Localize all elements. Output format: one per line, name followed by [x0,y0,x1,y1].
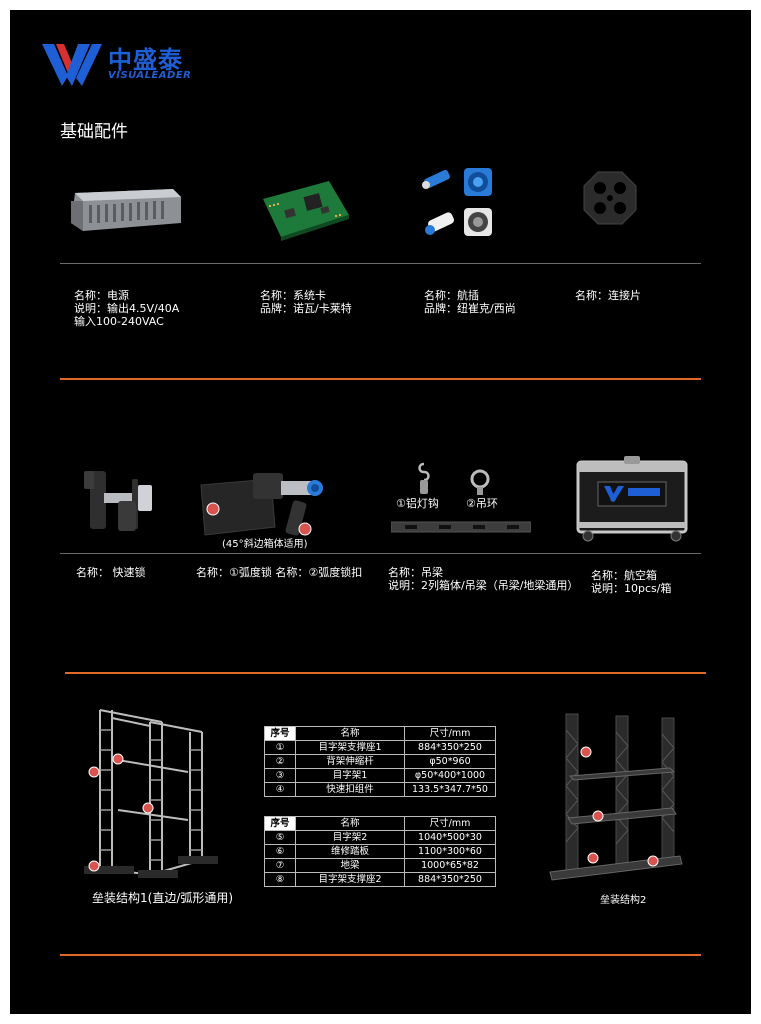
table-row: ④ 快速扣组件 133.5*347.7*50 [264,782,496,797]
page: 中盛泰 VISUALEADER 基础配件 [10,10,751,1014]
table-cell: 目字架2 [295,830,405,845]
table-cell: 目字架支撑座2 [295,872,405,887]
arc-lock-caption: (45°斜边箱体适用) [222,539,308,550]
structure-1-label: 垒装结构1(直边/弧形通用) [92,891,234,905]
table-cell: ③ [264,768,296,783]
spec-line: 说明：10pcs/箱 [591,582,672,595]
table-row: ⑤ 目字架2 1040*500*30 [264,830,496,845]
table-cell: ① [264,740,296,755]
table-cell: 1040*500*30 [404,830,496,845]
spec-line: 名称：航空箱 [591,569,657,582]
table-cell: 1000*65*82 [404,858,496,873]
table-cell: ④ [264,782,296,797]
aluminum-hook-label: ①铝灯钩 [396,497,439,510]
marker-5-badge [580,746,592,758]
spec-line: 名称：连接片 [575,289,641,302]
aviation-plug-image [422,168,492,236]
table-row: ① 目字架支撑座1 884*350*250 [264,740,496,755]
table-cell: 1100*300*60 [404,844,496,859]
system-card-image [263,181,349,241]
table-cell: 快速扣组件 [295,782,405,797]
table-header: 名称 [295,726,405,741]
spec-line: 名称：吊梁 [388,566,443,579]
table-row: ⑥ 维修踏板 1100*300*60 [264,844,496,859]
section-divider-2 [65,672,706,674]
logo-english-name: VISUALEADER [108,70,192,81]
table-cell: ② [264,754,296,769]
hanging-beam-spec: 名称：吊梁 说明：2列箱体/吊梁（吊梁/地梁通用） [388,566,578,592]
structure-2-diagram [549,713,683,881]
section-title: 基础配件 [60,122,128,142]
power-supply-spec: 名称：电源 说明：输出4.5V/40A 输入100-240VAC [74,289,179,328]
spec-table-2: 序号 名称 尺寸/mm ⑤ 目字架2 1040*500*30 ⑥ 维修踏板 11… [264,816,496,887]
arc-lock-image [200,473,323,536]
marker-2-badge [298,522,312,536]
system-card-spec: 名称：系统卡 品牌：诺瓦/卡莱特 [260,289,352,315]
table-cell: 133.5*347.7*50 [404,782,496,797]
table-cell: 维修踏板 [295,844,405,859]
marker-3-badge [112,753,124,765]
structure-2-label: 垒装结构2 [600,895,647,906]
marker-6-badge [592,810,604,822]
table-cell: 884*350*250 [404,872,496,887]
spec-line: 名称：系统卡 [260,289,326,302]
quick-lock-spec: 名称： 快速锁 [76,566,146,579]
table-cell: ⑥ [264,844,296,859]
spec-line: 说明：2列箱体/吊梁（吊梁/地梁通用） [388,579,579,592]
spec-line: 输入100-240VAC [74,315,164,328]
marker-2-badge [142,802,154,814]
table-header: 序号 [264,726,296,741]
section-divider-3 [60,954,701,956]
aviation-plug-spec: 名称：航插 品牌：纽崔克/西尚 [424,289,516,315]
marker-1-badge [206,502,220,516]
flight-case-spec: 名称：航空箱 说明：10pcs/箱 [591,569,671,595]
table-cell: φ50*400*1000 [404,768,496,783]
table-header: 尺寸/mm [404,816,496,831]
table-header: 名称 [295,816,405,831]
spec-line: 说明：输出4.5V/40A [74,302,180,315]
table-row: ③ 目字架1 φ50*400*1000 [264,768,496,783]
power-supply-image [71,189,181,231]
table-row: ② 背架伸缩杆 φ50*960 [264,754,496,769]
spec-line: 品牌：纽崔克/西尚 [424,302,516,315]
table-cell: 目字架支撑座1 [295,740,405,755]
section-divider-1 [60,378,701,380]
company-logo: 中盛泰 VISUALEADER [42,40,202,90]
lifting-ring-image [470,469,490,495]
structure-1-diagram [84,709,218,878]
spec-line: 名称：电源 [74,289,129,302]
marker-7-badge [587,852,599,864]
row1-divider [60,263,701,264]
spec-line: 名称：航插 [424,289,479,302]
lifting-ring-label: ②吊环 [466,497,498,510]
table-header: 序号 [264,816,296,831]
table-cell: 884*350*250 [404,740,496,755]
table-row: ⑦ 地梁 1000*65*82 [264,858,496,873]
hanging-beam-image [391,521,531,533]
flight-case-image [576,456,688,542]
marker-8-badge [647,855,659,867]
row2-divider [60,553,701,554]
arc-lock-spec: 名称：①弧度锁 名称：②弧度锁扣 [196,566,363,579]
table-cell: 背架伸缩杆 [295,754,405,769]
logo-chinese-name: 中盛泰 [108,46,183,74]
table-cell: 地梁 [295,858,405,873]
aluminum-hook-image [418,462,430,494]
table-row: ⑧ 目字架支撑座2 884*350*250 [264,872,496,887]
connecting-plate-spec: 名称：连接片 [575,289,641,302]
marker-4-badge [88,766,100,778]
table-cell: φ50*960 [404,754,496,769]
table-cell: ⑤ [264,830,296,845]
marker-1-badge [88,860,100,872]
table-header: 尺寸/mm [404,726,496,741]
table-cell: ⑧ [264,872,296,887]
quick-lock-image [84,471,152,531]
spec-line: 品牌：诺瓦/卡莱特 [260,302,352,315]
logo-v-mark [42,44,102,86]
table-cell: 目字架1 [295,768,405,783]
table-cell: ⑦ [264,858,296,873]
spec-table-1: 序号 名称 尺寸/mm ① 目字架支撑座1 884*350*250 ② 背架伸缩… [264,726,496,797]
connecting-plate-image [583,171,637,225]
